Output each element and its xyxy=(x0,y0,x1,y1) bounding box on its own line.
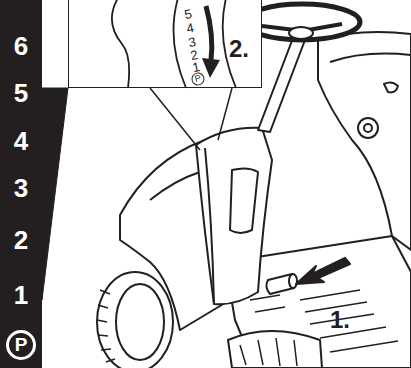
dial-inset: 54321P2. xyxy=(68,0,262,88)
gear-number: 2 xyxy=(14,227,28,253)
dial-arc xyxy=(174,0,187,88)
gear-number: 5 xyxy=(183,7,193,21)
hood-line xyxy=(150,172,200,200)
push-arrow xyxy=(296,258,350,284)
callout-number: 2. xyxy=(229,37,249,61)
leader-line xyxy=(150,88,232,150)
gauge-knob xyxy=(358,118,378,138)
gear-number: 6 xyxy=(14,33,28,59)
zoom-wedge xyxy=(42,88,68,300)
housing-edge xyxy=(330,54,411,62)
rear-wheel-tread xyxy=(240,338,297,366)
park-symbol: P xyxy=(6,330,36,360)
shift-arrow xyxy=(206,6,212,60)
gear-number: 4 xyxy=(14,128,28,154)
gear-number: 4 xyxy=(185,21,195,35)
gear-number: 5 xyxy=(14,80,28,106)
front-wheel xyxy=(97,272,173,368)
lever-end xyxy=(289,274,297,288)
rear-wheel xyxy=(228,331,322,368)
housing-curve xyxy=(112,0,129,88)
gauge-knob-center xyxy=(364,124,372,132)
lever xyxy=(266,274,295,294)
dial-arc xyxy=(223,0,236,88)
engine-housing xyxy=(318,32,411,250)
park-symbol: P xyxy=(190,71,205,86)
gear-number: 1 xyxy=(14,282,28,308)
steering-pod xyxy=(196,128,272,304)
steering-shaft xyxy=(258,38,305,132)
callout-number: 1. xyxy=(330,308,350,332)
shift-arrow-head xyxy=(202,58,220,78)
wheel-hub xyxy=(289,27,313,39)
pod-edge xyxy=(205,148,214,304)
footplate xyxy=(225,236,411,368)
gear-scale-band: 6 5 4 3 2 1P xyxy=(0,0,42,368)
footplate-ridges xyxy=(250,290,398,352)
gear-number: 3 xyxy=(14,175,28,201)
wheel-spoke xyxy=(262,24,342,30)
pod-panel xyxy=(230,168,258,233)
housing-detail xyxy=(384,82,398,92)
wheel-tread xyxy=(97,290,115,362)
wheel-rim xyxy=(116,284,164,360)
hood xyxy=(120,140,230,330)
